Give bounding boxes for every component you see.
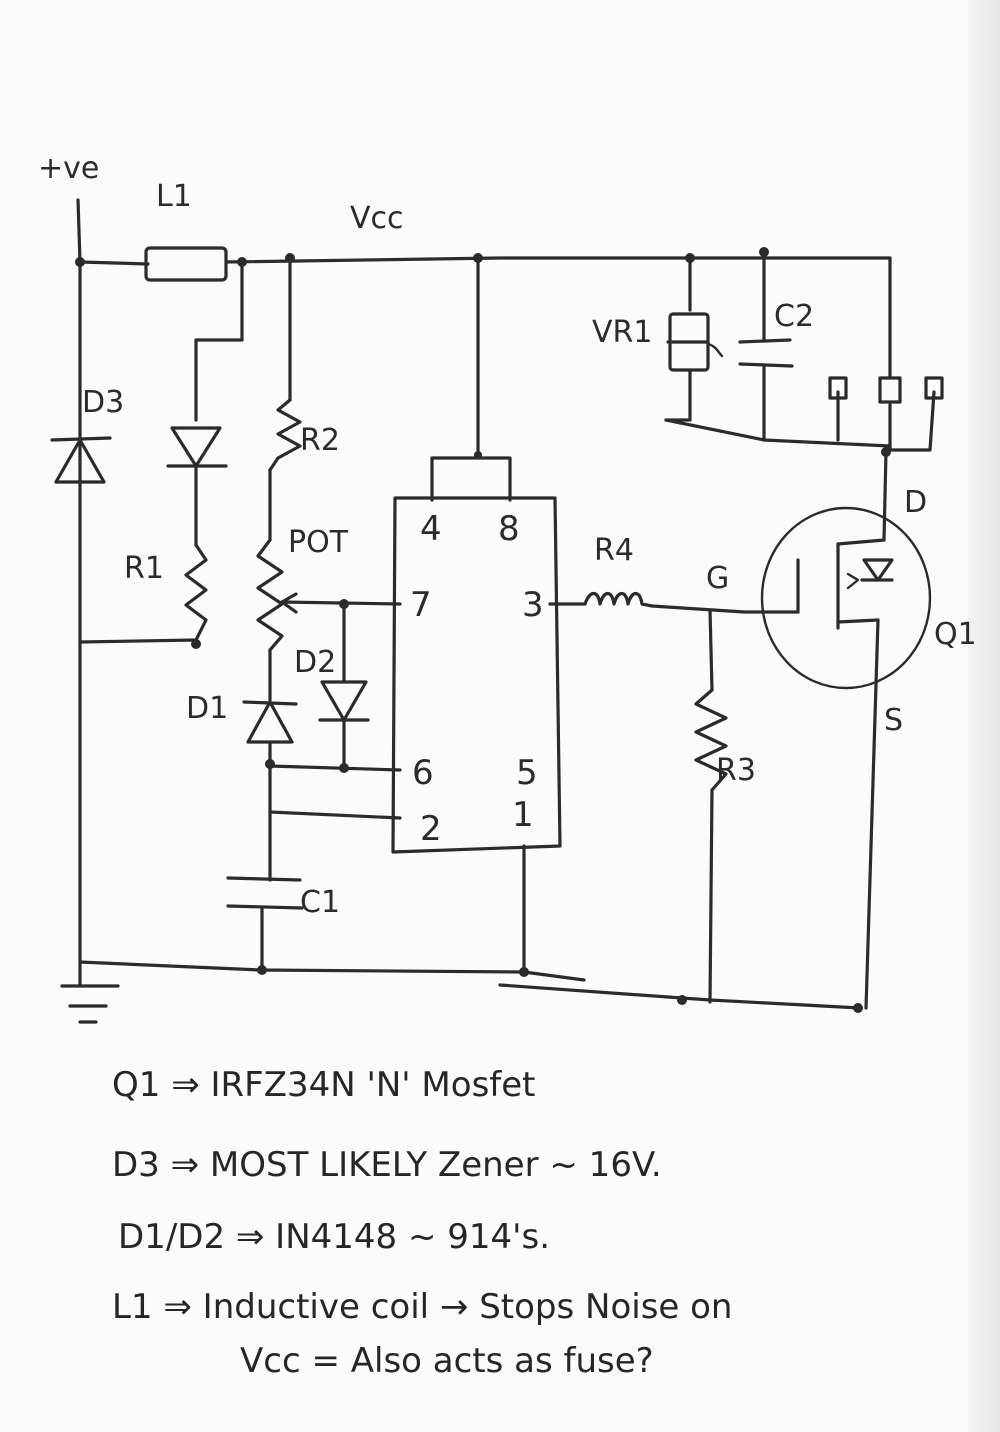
q1-mosfet xyxy=(760,506,932,690)
pin-8: 8 xyxy=(498,509,520,549)
note-line-4: L1 ⇒ Inductive coil → Stops Noise on xyxy=(112,1287,732,1327)
label-pos: +ve xyxy=(38,151,99,186)
label-r2: R2 xyxy=(300,423,340,458)
label-d1: D1 xyxy=(186,691,228,726)
label-r4: R4 xyxy=(594,533,634,568)
ground-icon xyxy=(60,984,120,1024)
pin-6: 6 xyxy=(412,753,434,793)
label-c1: C1 xyxy=(300,885,340,920)
label-l1: L1 xyxy=(156,179,192,214)
junction-dots xyxy=(75,247,891,1013)
ic-555-pins: 4 8 7 3 6 5 2 1 xyxy=(410,509,544,849)
note-line-1: Q1 ⇒ IRFZ34N 'N' Mosfet xyxy=(112,1065,536,1105)
pin-1: 1 xyxy=(512,795,534,835)
label-vcc: Vcc xyxy=(350,201,404,236)
label-r1: R1 xyxy=(124,551,164,586)
vr1-varistor xyxy=(666,312,724,372)
d3-zener-diode xyxy=(50,436,112,484)
label-pot: POT xyxy=(288,525,349,560)
page-edge xyxy=(968,0,1000,1432)
label-c2: C2 xyxy=(774,299,814,334)
l1-inductor xyxy=(144,246,228,282)
wires xyxy=(76,198,936,1010)
c2-capacitor xyxy=(738,338,794,368)
note-line-5: Vcc = Also acts as fuse? xyxy=(240,1341,654,1381)
d2-diode xyxy=(318,680,370,722)
label-vr1: VR1 xyxy=(592,315,652,350)
pin-3: 3 xyxy=(522,585,544,625)
label-q1: Q1 xyxy=(934,617,977,652)
pot-potentiometer xyxy=(256,538,298,652)
label-r3: R3 xyxy=(716,753,756,788)
component-labels: +ve L1 Vcc VR1 C2 D3 R2 R1 POT D2 D1 C1 … xyxy=(38,151,977,920)
d1-diode xyxy=(242,700,298,744)
r3-resistor xyxy=(694,688,728,792)
pin-7: 7 xyxy=(410,585,432,625)
pin-2: 2 xyxy=(420,809,442,849)
label-d2: D2 xyxy=(294,645,336,680)
r2-resistor xyxy=(268,398,302,472)
zener-diode-r1 xyxy=(166,426,228,547)
note-line-2: D3 ⇒ MOST LIKELY Zener ~ 16V. xyxy=(112,1145,662,1185)
pin-5: 5 xyxy=(516,753,538,793)
label-d3: D3 xyxy=(82,385,124,420)
notes: Q1 ⇒ IRFZ34N 'N' Mosfet D3 ⇒ MOST LIKELY… xyxy=(112,1065,732,1381)
pin-4: 4 xyxy=(420,509,442,549)
c1-capacitor xyxy=(226,876,304,920)
note-line-3: D1/D2 ⇒ IN4148 ~ 914's. xyxy=(118,1217,550,1257)
label-s: S xyxy=(884,703,903,738)
label-g: G xyxy=(706,561,729,596)
output-connector xyxy=(828,376,944,404)
r1-resistor xyxy=(184,543,208,642)
label-d: D xyxy=(904,485,927,520)
r4-resistor xyxy=(583,591,654,608)
